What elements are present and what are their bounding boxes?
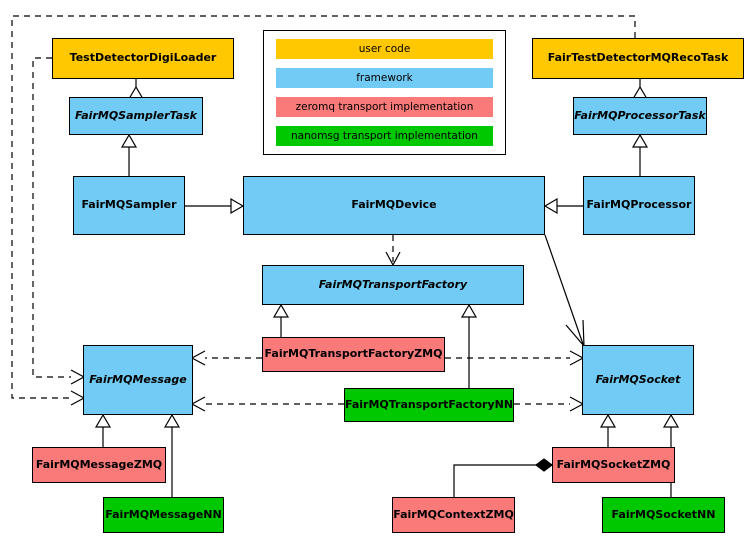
arrowhead-hollow-triangle [94,413,112,428]
arrowhead-open [190,396,206,412]
class-node-fairmqsocketzmq[interactable]: FairMQSocketZMQ [552,447,675,483]
class-node-fairmqsocketnn[interactable]: FairMQSocketNN [602,497,725,533]
class-label: FairMQSampler [81,198,177,212]
class-node-fairmqsamplertask[interactable]: FairMQSamplerTask [69,97,203,135]
legend-label: zeromq transport implementation [295,101,474,113]
legend-row-zeromq: zeromq transport implementation [276,97,493,117]
arrowhead-hollow-triangle [230,197,245,215]
class-label: FairMQTransportFactoryNN [344,397,514,411]
color-legend: user code framework zeromq transport imp… [263,30,506,155]
legend-row-framework: framework [276,68,493,88]
arrowhead-hollow-triangle [543,197,558,215]
class-node-fairmqsocket[interactable]: FairMQSocket [582,345,694,415]
legend-row-nanomsg: nanomsg transport implementation [276,126,493,146]
class-node-fairmqdevice[interactable]: FairMQDevice [243,176,545,235]
class-node-fairmqprocessor[interactable]: FairMQProcessor [583,176,695,235]
class-label: FairMQContextZMQ [393,507,514,521]
class-label: FairMQMessage [89,372,187,386]
class-node-fairmqprocessortask[interactable]: FairMQProcessorTask [573,97,707,135]
arrowhead-open [565,319,585,348]
edge-recotask-message [11,15,636,399]
class-label: FairMQDevice [351,198,437,212]
class-label: FairMQMessageZMQ [35,457,163,471]
edge-socketzmq-contextzmq [453,464,536,497]
class-node-fairmqcontextzmq[interactable]: FairMQContextZMQ [392,497,515,533]
composition-diamond [535,458,553,472]
legend-label: framework [356,72,413,84]
arrowhead-hollow-triangle [631,133,649,148]
class-label: FairMQSocketZMQ [556,457,671,471]
legend-label: user code [358,43,411,55]
class-label: FairMQSamplerTask [75,108,197,122]
class-node-fairmqsampler[interactable]: FairMQSampler [73,176,185,235]
class-node-fairtestdetectormqrecotask[interactable]: FairTestDetectorMQRecoTask [532,38,744,79]
edge-digiloader-message [32,57,71,378]
class-label: FairTestDetectorMQRecoTask [547,51,729,65]
class-node-fairmqmessagenn[interactable]: FairMQMessageNN [103,497,224,533]
class-label: TestDetectorDigiLoader [69,51,217,65]
class-node-fairmqtransportfactoryzmq[interactable]: FairMQTransportFactoryZMQ [262,337,445,372]
class-label: FairMQTransportFactory [318,277,468,291]
legend-label: nanomsg transport implementation [291,130,478,142]
class-node-fairmqtransportfactorynn[interactable]: FairMQTransportFactoryNN [344,388,514,422]
arrowhead-hollow-triangle [599,413,617,428]
class-label: FairMQMessageNN [105,507,222,521]
arrowhead-hollow-triangle [120,133,138,148]
class-node-fairmqmessage[interactable]: FairMQMessage [83,345,193,415]
arrowhead-hollow-triangle [460,303,478,318]
class-label: FairMQProcessor [586,198,692,212]
class-label: FairMQSocketNN [611,507,716,521]
class-node-testdetectordigiloader[interactable]: TestDetectorDigiLoader [52,38,234,79]
arrowhead-hollow-triangle [272,303,290,318]
class-node-fairmqmessagezmq[interactable]: FairMQMessageZMQ [32,447,166,483]
class-label: FairMQProcessorTask [574,108,706,122]
legend-row-user-code: user code [276,39,493,59]
arrowhead-hollow-triangle [163,413,181,428]
class-label: FairMQSocket [595,372,681,386]
arrowhead-open [190,350,206,366]
class-node-fairmqtransportfactory[interactable]: FairMQTransportFactory [262,265,524,305]
edge-device-socket [544,234,584,345]
class-label: FairMQTransportFactoryZMQ [264,347,443,361]
arrowhead-hollow-triangle [662,413,680,428]
